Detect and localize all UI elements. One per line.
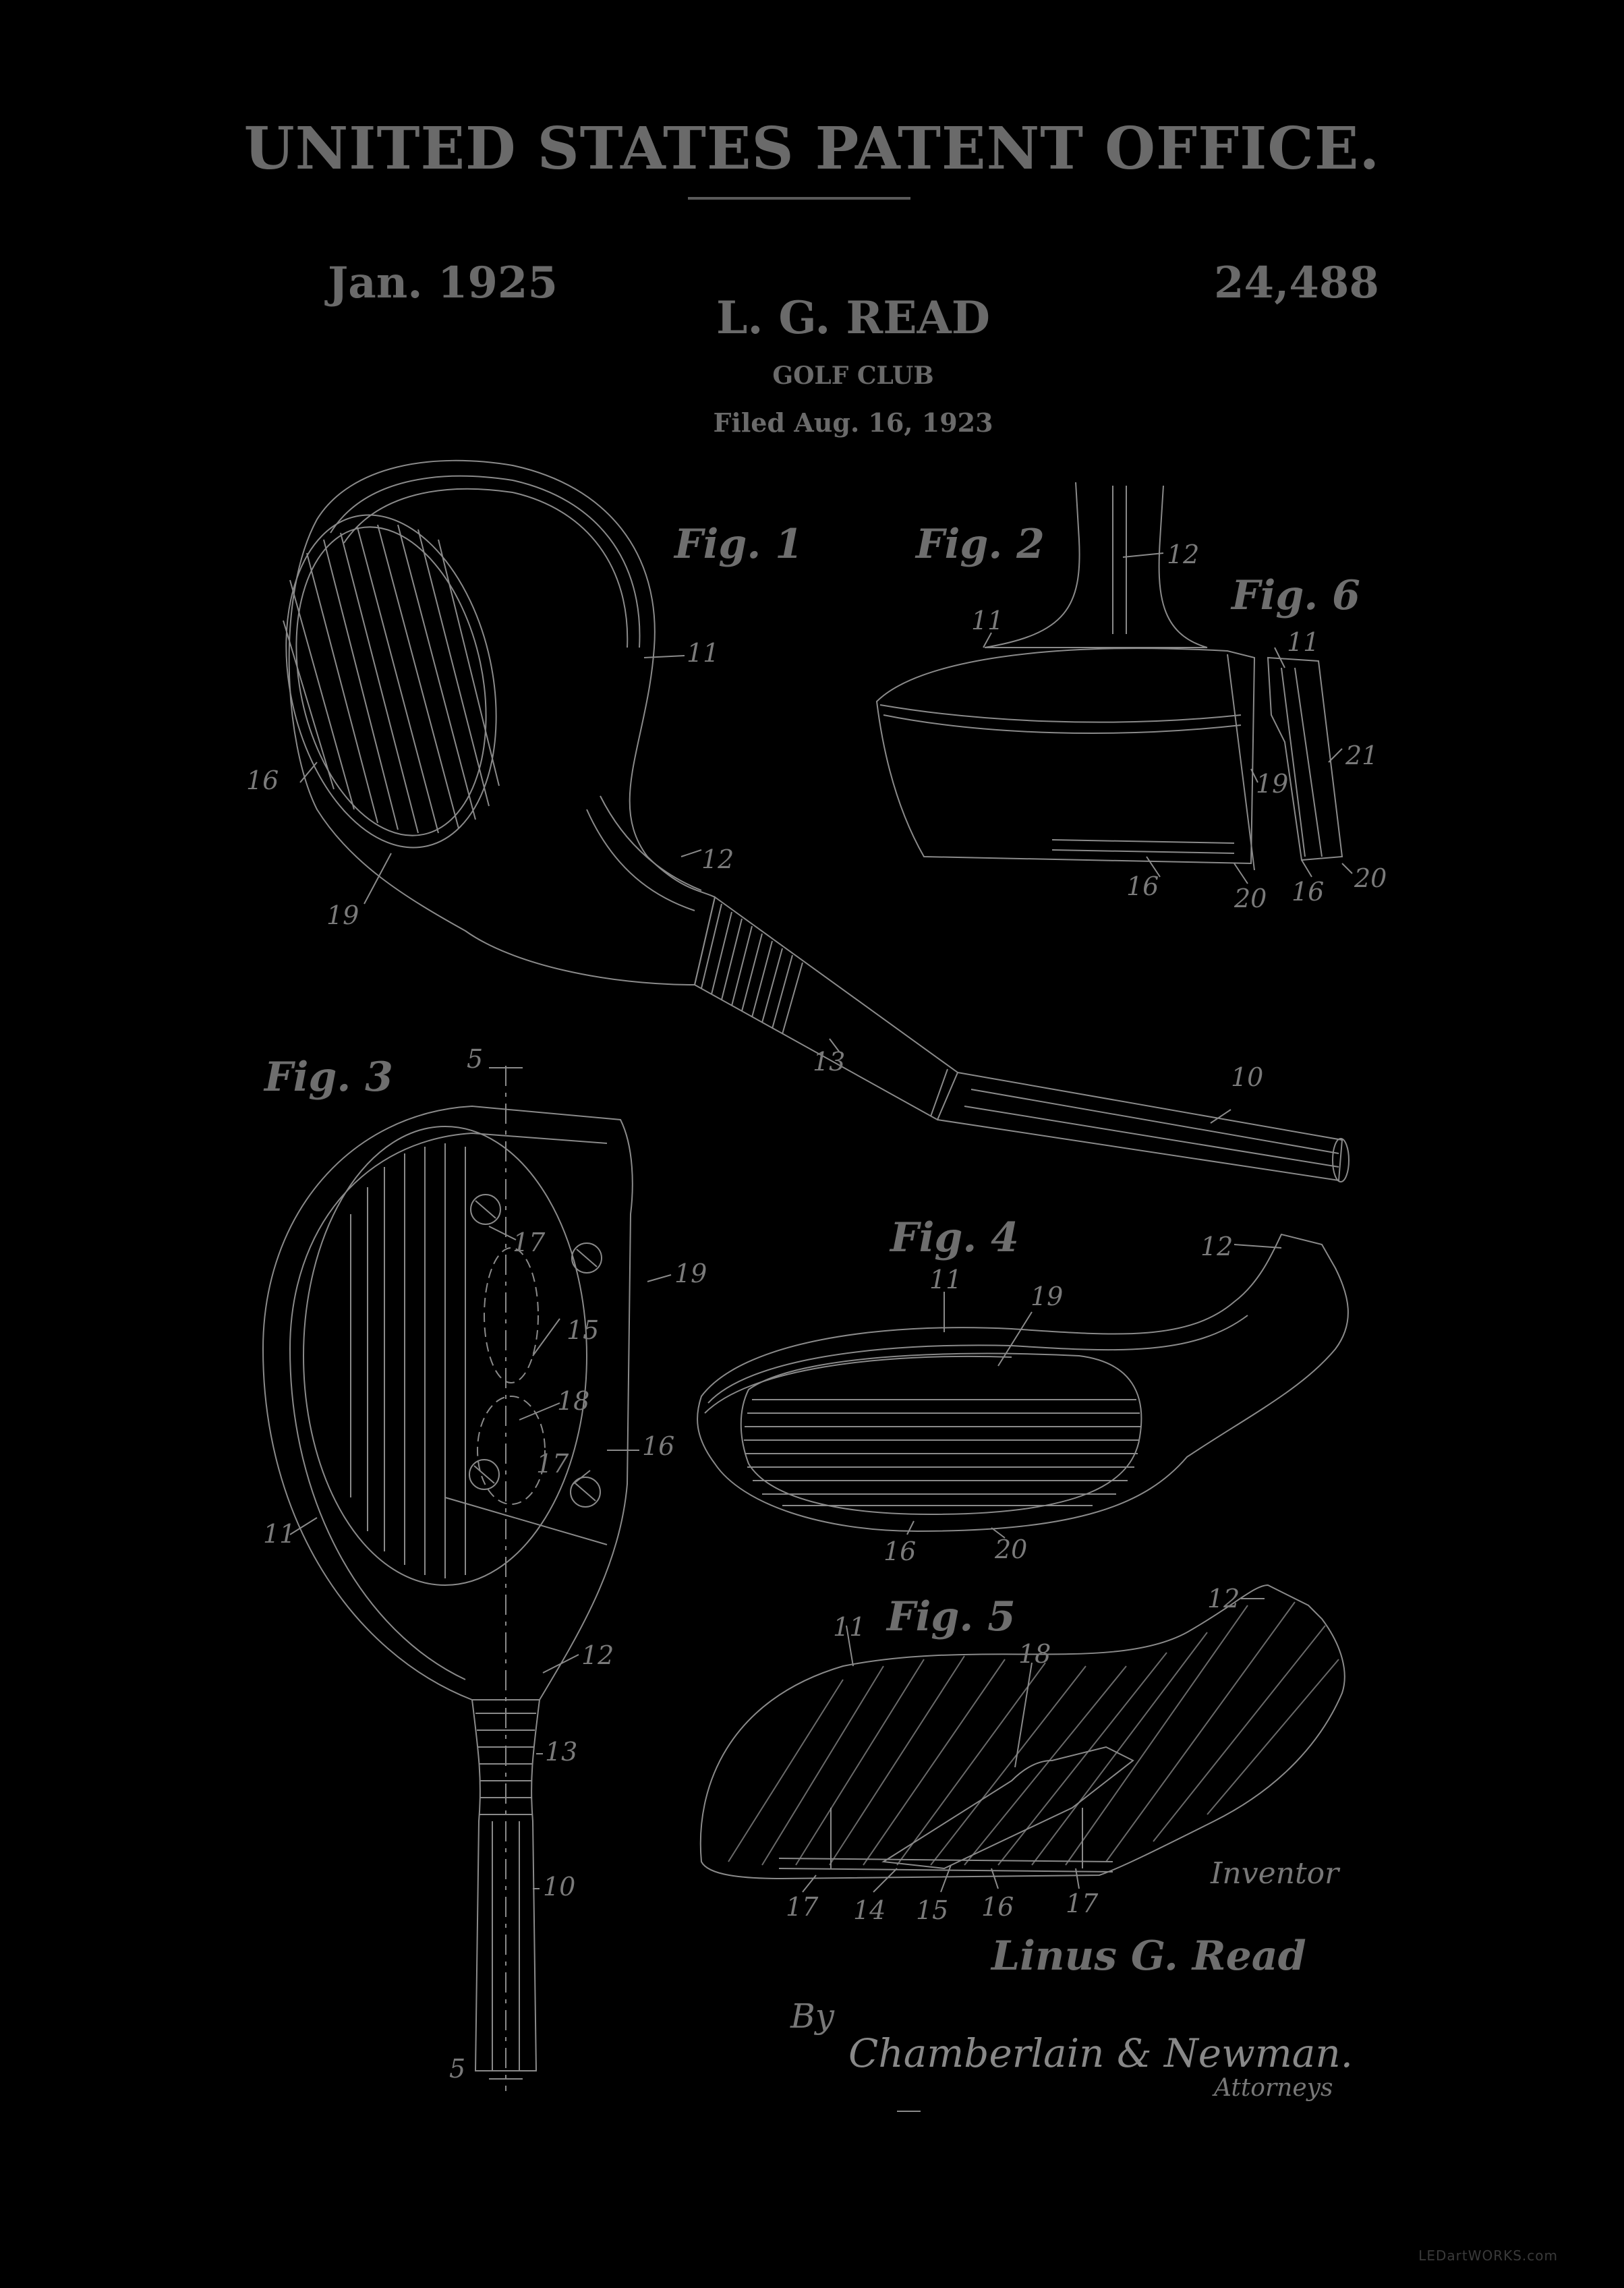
ref-fig5-11: 11: [833, 1612, 865, 1642]
fig4-label: Fig. 4: [890, 1214, 1019, 1261]
ref-fig3-11: 11: [263, 1519, 295, 1549]
ref-fig4-16: 16: [883, 1537, 916, 1566]
ref-fig1-10: 10: [1231, 1062, 1263, 1092]
ref-fig3-12: 12: [581, 1640, 614, 1670]
fig2-sole-plate: [1052, 850, 1234, 853]
ref-fig3-16: 16: [642, 1431, 674, 1461]
fig2-crown-edge: [880, 705, 1241, 722]
fig2-crown-edge-2: [883, 715, 1241, 733]
fig6-insert-line-2: [1295, 668, 1322, 857]
fig1-label: Fig. 1: [674, 521, 803, 568]
ref-fig4-19: 19: [1031, 1282, 1063, 1311]
inventor-signature: Linus G. Read: [991, 1933, 1306, 1980]
fig3-face-lines: [351, 1143, 465, 1578]
ref-fig3-17-top: 17: [513, 1228, 545, 1257]
ref-fig3-19: 19: [674, 1259, 707, 1288]
ref-fig3-13: 13: [545, 1737, 577, 1767]
fig3-drawing: [263, 1066, 633, 2091]
fig4-top-edge-2: [705, 1356, 1012, 1413]
ref-fig6-16: 16: [1292, 877, 1324, 907]
fig5-label: Fig. 5: [887, 1593, 1016, 1640]
ref-fig5-12: 12: [1207, 1584, 1240, 1613]
fig6-insert: [1268, 658, 1342, 860]
fig2-label: Fig. 2: [916, 521, 1045, 568]
watermark: LEDartWORKS.com: [1418, 2248, 1558, 2264]
ref-fig2-11: 11: [971, 606, 1004, 635]
fig4-head-outline: [697, 1234, 1348, 1531]
attorneys-caption: Attorneys: [1214, 2074, 1333, 2102]
ref-fig6-11: 11: [1287, 627, 1319, 657]
ref-fig4-12: 12: [1200, 1232, 1233, 1261]
ref-fig6-20: 20: [1354, 863, 1387, 893]
fig2-sole-plate-2: [1052, 840, 1234, 843]
fig1-neck-whipping: [701, 904, 948, 1116]
fig4-drawing: [697, 1234, 1348, 1531]
ref-fig3-5-top: 5: [467, 1044, 483, 1074]
ref-fig4-11: 11: [929, 1265, 962, 1294]
fig6-label: Fig. 6: [1231, 572, 1360, 619]
ref-fig5-17-right: 17: [1066, 1889, 1098, 1918]
ref-fig2-12: 12: [1167, 540, 1199, 569]
fig1-neck: [695, 897, 958, 1120]
ref-fig3-17-bottom: 17: [536, 1449, 569, 1479]
fig1-shaft-line-2: [964, 1106, 1339, 1167]
by-label: By: [790, 1997, 834, 2036]
fig1-shaft: [937, 1072, 1342, 1180]
leader-lines: [290, 553, 1352, 1892]
fig2-face-edge: [1227, 654, 1254, 870]
ref-fig6-21: 21: [1345, 741, 1378, 770]
inventor-caption: Inventor: [1211, 1856, 1339, 1891]
ref-fig5-15: 15: [916, 1895, 948, 1925]
fig6-insert-line: [1281, 668, 1305, 857]
ref-fig3-5-bottom: 5: [449, 2054, 465, 2084]
ref-fig2-16: 16: [1126, 871, 1159, 901]
ref-fig1-11: 11: [687, 638, 719, 668]
ref-fig1-19: 19: [326, 900, 359, 930]
ref-fig4-20: 20: [995, 1535, 1027, 1564]
ref-fig3-15: 15: [567, 1315, 599, 1345]
ref-fig5-14: 14: [853, 1895, 886, 1925]
fig1-hosel-line: [600, 796, 701, 890]
attorneys-signature: Chamberlain & Newman.: [848, 2030, 1353, 2076]
fig5-sole-plate-2: [779, 1858, 1113, 1862]
fig3-weight-cavity: [484, 1248, 538, 1383]
fig1-hosel-line-2: [587, 809, 695, 911]
ref-fig5-16: 16: [981, 1892, 1014, 1922]
fig1-crown-line: [330, 476, 639, 648]
fig1-face-oval: [257, 495, 525, 867]
fig3-sole-line: [445, 1497, 607, 1545]
ref-fig3-10: 10: [543, 1872, 575, 1901]
fig1-face-grooves: [283, 525, 499, 833]
ref-fig2-20: 20: [1234, 884, 1267, 913]
fig2-head-outline: [877, 648, 1254, 863]
fig1-shaft-line: [971, 1089, 1339, 1153]
ref-fig1-12: 12: [701, 845, 734, 874]
fig6-drawing: [1268, 658, 1342, 860]
ref-fig1-16: 16: [246, 766, 279, 795]
fig5-sole-plate: [779, 1868, 1113, 1872]
ref-fig5-18: 18: [1018, 1639, 1051, 1669]
ref-fig5-17-left: 17: [786, 1892, 818, 1922]
fig4-top-edge: [708, 1315, 1248, 1403]
fig5-drawing: [701, 1585, 1345, 1879]
ref-fig2-19: 19: [1256, 769, 1288, 799]
ref-fig3-18: 18: [557, 1386, 589, 1416]
fig3-label: Fig. 3: [264, 1054, 393, 1101]
fig4-face-grooves: [744, 1400, 1140, 1506]
fig4-face-plate: [741, 1354, 1142, 1514]
fig3-weight-cavity-2: [477, 1396, 545, 1504]
ref-fig1-13: 13: [813, 1047, 845, 1077]
